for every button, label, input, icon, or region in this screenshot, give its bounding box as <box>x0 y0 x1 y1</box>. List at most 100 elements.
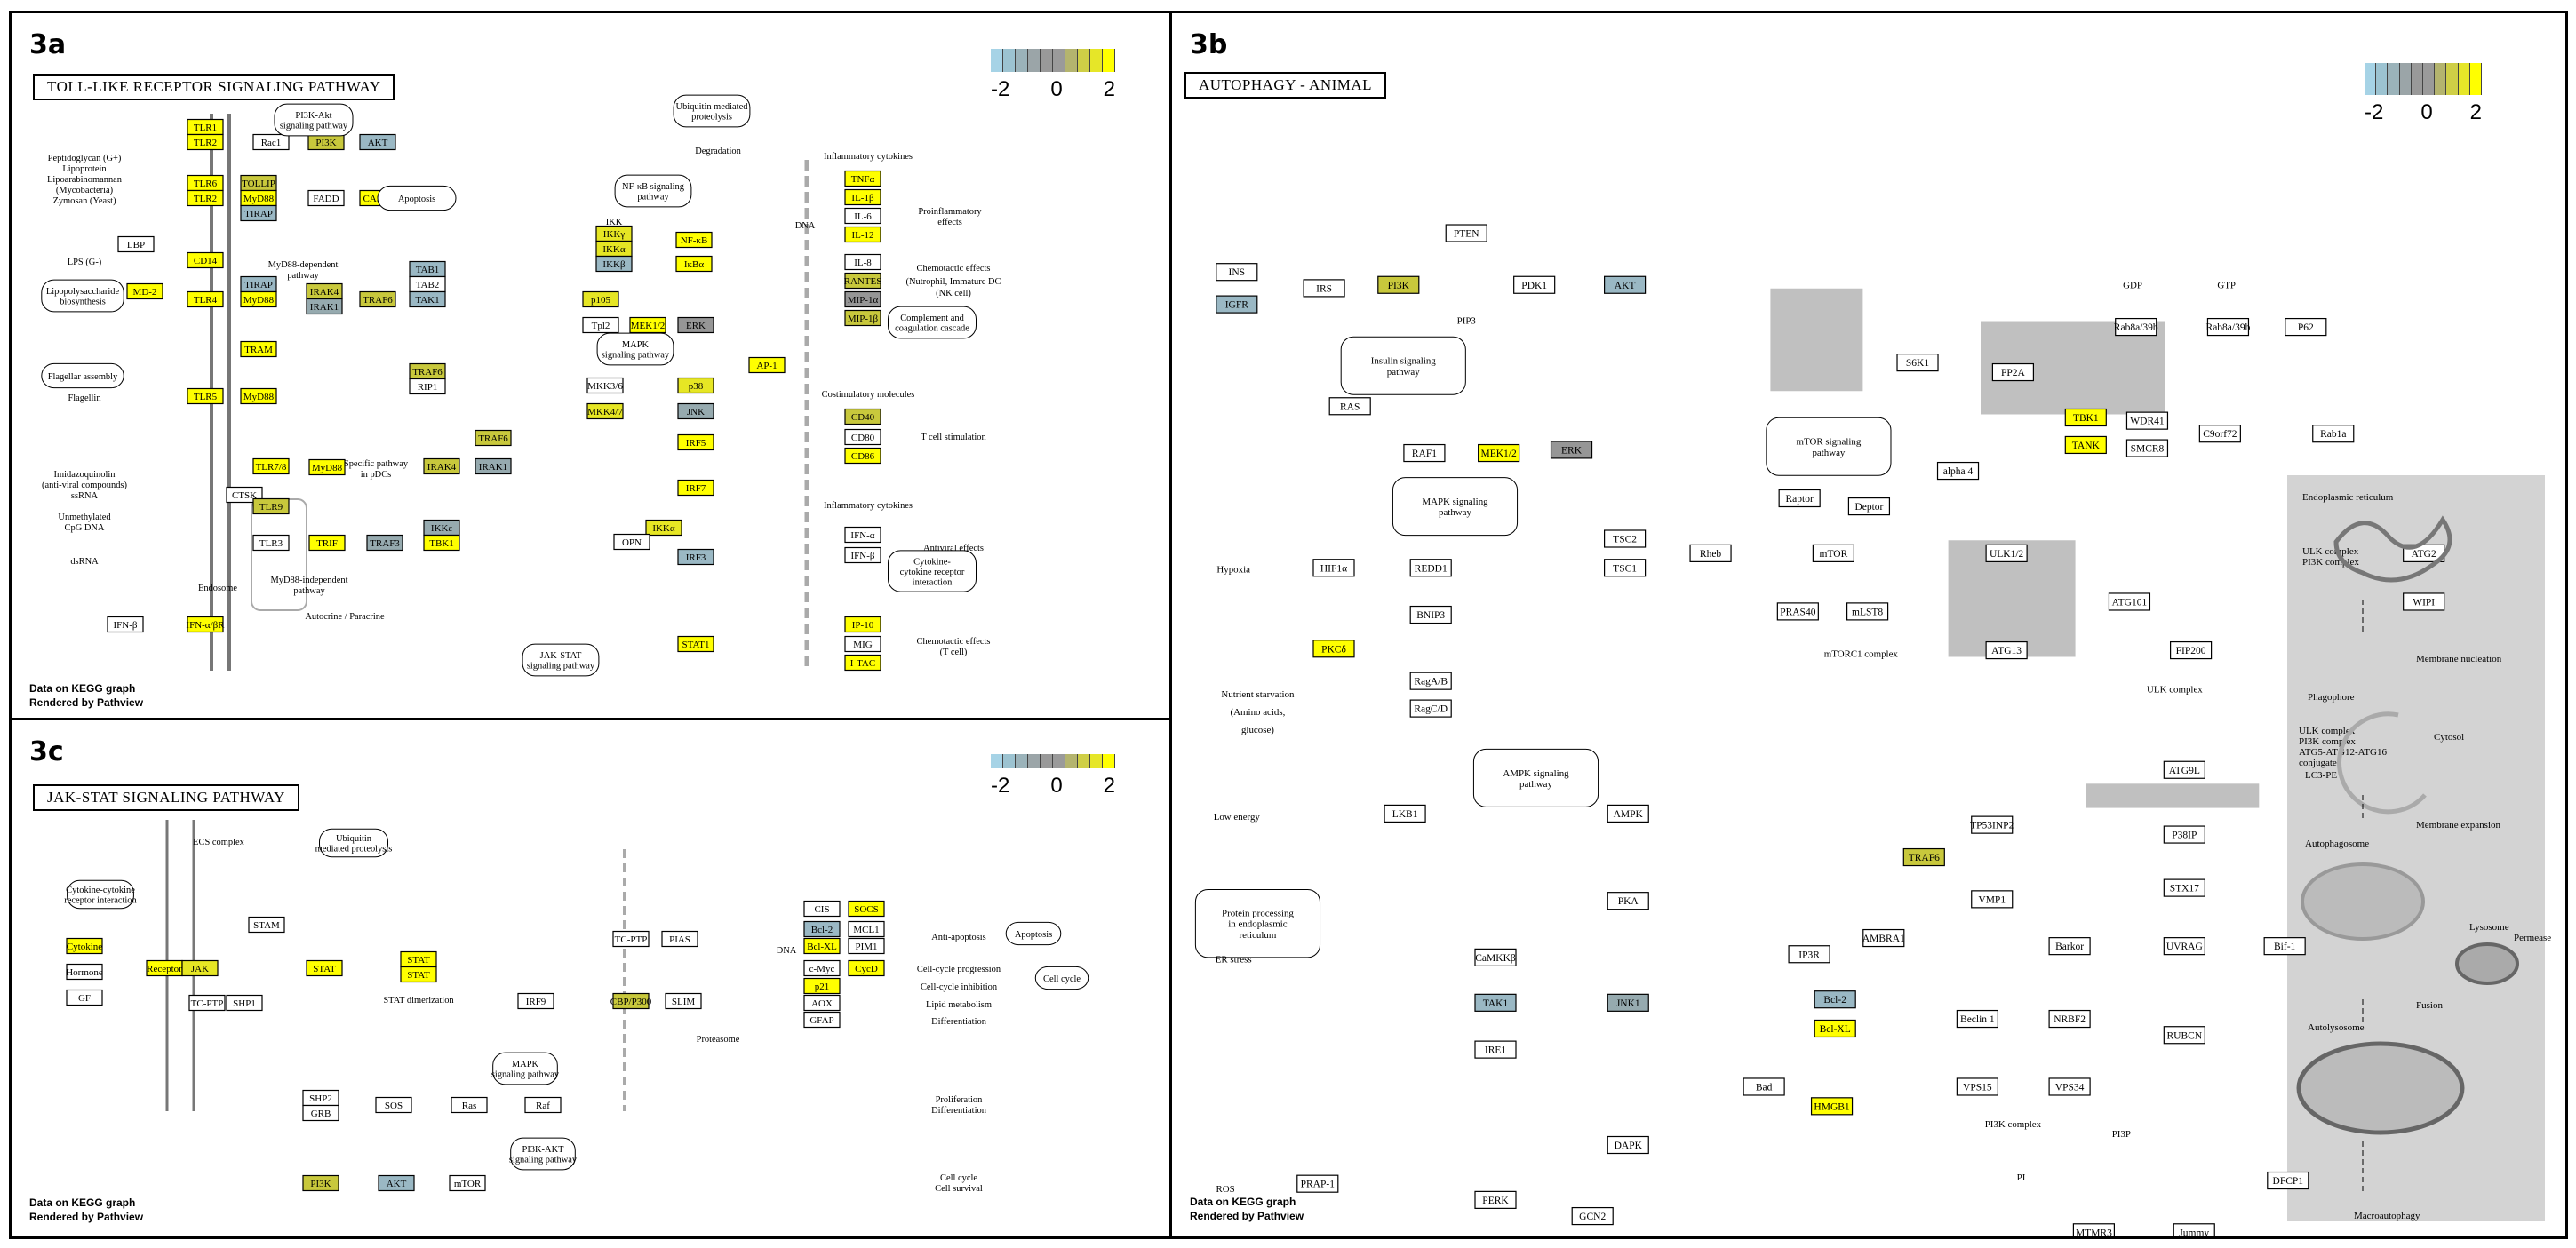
gene-node-socs[interactable]: SOCS <box>848 900 885 918</box>
gene-node-wdr41[interactable]: WDR41 <box>2125 411 2169 430</box>
gene-node-mek1-2[interactable]: MEK1/2 <box>629 316 666 334</box>
gene-node-i-b[interactable]: IκBα <box>675 255 713 273</box>
gene-node-ikk[interactable]: IKKα <box>645 519 682 537</box>
gene-node-tbk1[interactable]: TBK1 <box>2064 408 2107 427</box>
gene-node-atg101[interactable]: ATG101 <box>2108 592 2151 611</box>
gene-node-erk[interactable]: ERK <box>677 316 714 334</box>
gene-node-tram[interactable]: TRAM <box>240 340 277 358</box>
gene-node-irak1[interactable]: IRAK1 <box>475 457 512 475</box>
gene-node-pim1[interactable]: PIM1 <box>848 937 885 955</box>
gene-node-vps34[interactable]: VPS34 <box>2048 1077 2091 1096</box>
gene-node-tank[interactable]: TANK <box>2064 435 2107 455</box>
gene-node-traf6[interactable]: TRAF6 <box>1902 847 1945 867</box>
gene-node-tlr7-8[interactable]: TLR7/8 <box>252 457 290 475</box>
gene-node-akt[interactable]: AKT <box>1604 275 1647 294</box>
gene-node-camkk[interactable]: CaMKKβ <box>1474 948 1517 966</box>
gene-node-pi3k[interactable]: PI3K <box>307 133 345 151</box>
gene-node-pp2a[interactable]: PP2A <box>1991 362 2035 382</box>
gene-node-pias[interactable]: PIAS <box>661 930 698 948</box>
gene-node-tab2[interactable]: TAB2 <box>409 275 446 293</box>
gene-node-mek1-2[interactable]: MEK1/2 <box>1478 443 1520 463</box>
gene-node-pka[interactable]: PKA <box>1607 892 1649 910</box>
gene-node-stat[interactable]: STAT <box>400 966 437 983</box>
gene-node-barkor[interactable]: Barkor <box>2048 937 2091 956</box>
gene-node-p38ip[interactable]: P38IP <box>2163 825 2205 844</box>
gene-node-tlr2[interactable]: TLR2 <box>187 133 224 151</box>
gene-node-akt[interactable]: AKT <box>378 1174 415 1192</box>
gene-node-ifn-r[interactable]: IFN-α/βR <box>186 616 225 633</box>
gene-node-perk[interactable]: PERK <box>1474 1190 1517 1209</box>
gene-node-irf7[interactable]: IRF7 <box>677 479 714 497</box>
gene-node-s6k1[interactable]: S6K1 <box>1896 354 1939 372</box>
gene-node-tlr2[interactable]: TLR2 <box>187 189 224 207</box>
gene-node-ambra1[interactable]: AMBRA1 <box>1862 928 1905 948</box>
gene-node-dfcp1[interactable]: DFCP1 <box>2267 1171 2309 1190</box>
gene-node-aox[interactable]: AOX <box>803 994 841 1012</box>
gene-node-mkk3-6[interactable]: MKK3/6 <box>586 377 624 394</box>
gene-node-bcl-2[interactable]: Bcl-2 <box>1814 990 1856 1009</box>
gene-node-tpl2[interactable]: Tpl2 <box>582 316 619 334</box>
gene-node-irak4[interactable]: IRAK4 <box>423 457 460 475</box>
gene-node-rantes[interactable]: RANTES <box>844 272 882 290</box>
gene-node-tbk1[interactable]: TBK1 <box>423 534 460 552</box>
gene-node-mip-1[interactable]: MIP-1β <box>844 309 881 327</box>
gene-node-raga-b[interactable]: RagA/B <box>1409 672 1452 690</box>
gene-node-il-1[interactable]: IL-1β <box>844 188 881 206</box>
gene-node-cbp-p300[interactable]: CBP/P300 <box>610 992 652 1010</box>
pathway-link-apoptosis[interactable]: Apoptosis <box>377 185 457 211</box>
gene-node-vmp1[interactable]: VMP1 <box>1971 890 2014 909</box>
gene-node-ragc-d[interactable]: RagC/D <box>1409 699 1452 718</box>
gene-node-vps15[interactable]: VPS15 <box>1956 1077 1998 1096</box>
gene-node-atg13[interactable]: ATG13 <box>1985 640 2028 660</box>
gene-node-ins[interactable]: INS <box>1216 263 1258 282</box>
gene-node-receptor[interactable]: Receptor <box>146 959 183 977</box>
gene-node-ip-10[interactable]: IP-10 <box>844 616 881 633</box>
gene-node-i-tac[interactable]: I-TAC <box>844 654 881 672</box>
gene-node-atg9l[interactable]: ATG9L <box>2163 760 2205 779</box>
gene-node-c9orf72[interactable]: C9orf72 <box>2198 425 2241 443</box>
gene-node-raf[interactable]: Raf <box>524 1096 562 1114</box>
gene-node-rab1a[interactable]: Rab1a <box>2312 425 2355 443</box>
gene-node-ifn[interactable]: IFN-β <box>844 546 881 564</box>
gene-node-ampk[interactable]: AMPK <box>1607 804 1649 823</box>
gene-node-cycd[interactable]: CycD <box>848 959 885 977</box>
gene-node-irs[interactable]: IRS <box>1303 279 1345 298</box>
gene-node-uvrag[interactable]: UVRAG <box>2163 937 2205 956</box>
gene-node-p38[interactable]: p38 <box>677 377 714 394</box>
gene-node-tirap[interactable]: TIRAP <box>240 204 277 222</box>
gene-node-traf3[interactable]: TRAF3 <box>366 534 403 552</box>
gene-node-raf1[interactable]: RAF1 <box>1403 443 1446 463</box>
gene-node-nrbf2[interactable]: NRBF2 <box>2048 1009 2091 1029</box>
gene-node-ikk[interactable]: IKKε <box>423 519 460 537</box>
gene-node-mtor[interactable]: mTOR <box>449 1174 486 1192</box>
gene-node-stat[interactable]: STAT <box>400 950 437 968</box>
gene-node-ifn[interactable]: IFN-α <box>844 526 881 544</box>
gene-node-slim[interactable]: SLIM <box>665 992 702 1010</box>
gene-node-rip1[interactable]: RIP1 <box>409 378 446 395</box>
gene-node-cd14[interactable]: CD14 <box>187 251 224 269</box>
gene-node-tlr3[interactable]: TLR3 <box>252 534 290 552</box>
gene-node-dapk[interactable]: DAPK <box>1607 1135 1649 1155</box>
gene-node-pi3k[interactable]: PI3K <box>1377 275 1420 294</box>
gene-node-il-8[interactable]: IL-8 <box>844 253 881 271</box>
gene-node-tc-ptp[interactable]: TC-PTP <box>612 930 650 948</box>
pathway-link-apoptosis[interactable]: Apoptosis <box>1005 921 1062 946</box>
gene-node-mig[interactable]: MIG <box>844 635 881 653</box>
gene-node-irak1[interactable]: IRAK1 <box>306 298 343 315</box>
gene-node-rac1[interactable]: Rac1 <box>252 133 290 151</box>
gene-node-pten[interactable]: PTEN <box>1445 224 1487 242</box>
gene-node-akt[interactable]: AKT <box>359 133 396 151</box>
gene-node-irak4[interactable]: IRAK4 <box>306 282 343 300</box>
gene-node-bif-1[interactable]: Bif-1 <box>2263 937 2306 956</box>
gene-node-p105[interactable]: p105 <box>582 290 619 308</box>
